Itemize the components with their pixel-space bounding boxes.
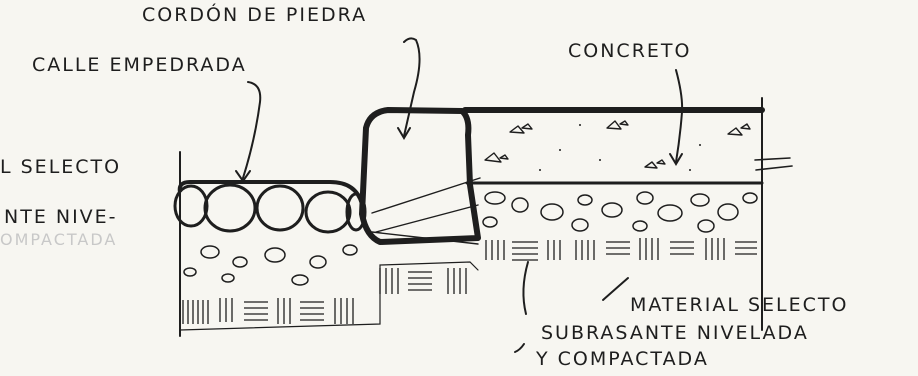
- label-subrasante-nivelada: SUBRASANTE NIVELADA: [541, 322, 809, 344]
- stone-curb: [359, 107, 481, 245]
- outline-and-leaders: [179, 37, 684, 353]
- label-subrasante-left: NTE NIVE-: [4, 206, 118, 228]
- cobblestones: [173, 180, 367, 234]
- label-material-selecto: MATERIAL SELECTO: [630, 294, 849, 316]
- subgrade-hatch: [182, 238, 757, 324]
- label-cordon-de-piedra: CORDÓN DE PIEDRA: [142, 4, 368, 26]
- label-compactada-left: OMPACTADA: [0, 230, 118, 249]
- label-y-compactada: Y COMPACTADA: [536, 348, 709, 370]
- label-concreto: CONCRETO: [568, 40, 692, 62]
- label-calle-empedrada: CALLE EMPEDRADA: [32, 54, 247, 76]
- concrete-slab: [462, 97, 793, 331]
- aggregate-layer: [183, 191, 758, 286]
- label-material-selecto-left: L SELECTO: [0, 156, 122, 178]
